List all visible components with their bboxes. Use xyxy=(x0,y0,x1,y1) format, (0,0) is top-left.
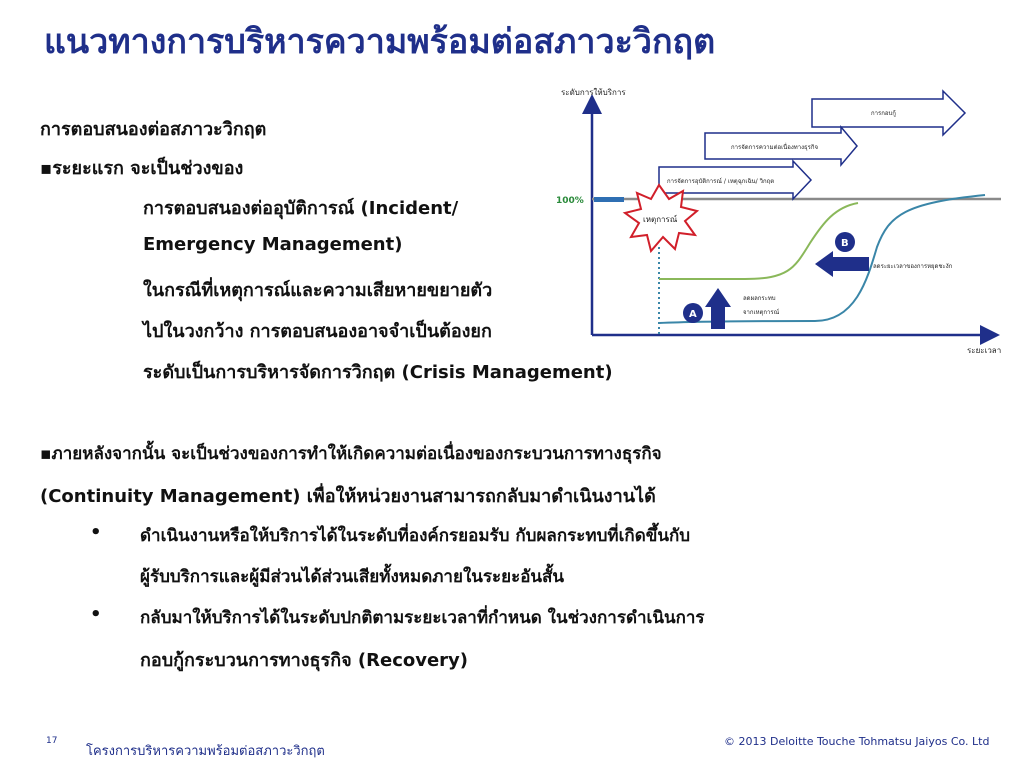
section-heading: การตอบสนองต่อสภาวะวิกฤต xyxy=(40,119,267,140)
page-number: 17 xyxy=(46,736,58,746)
footer-project-name: โครงการบริหารความพร้อมต่อสภาวะวิกฤต xyxy=(86,744,325,759)
marker-b: B xyxy=(835,232,855,252)
arrow-incident-label: การจัดการอุบัติการณ์ / เหตุฉุกเฉิน/ วิกฤ… xyxy=(667,177,774,185)
sub-bullet-1-line-2: ผู้รับบริการและผู้มีส่วนได้ส่วนเสียทั้งห… xyxy=(140,567,565,587)
up-arrow-icon xyxy=(705,288,731,329)
teal-curve xyxy=(658,194,986,324)
arrow-continuity: การจัดการความต่อเนื่องทางธุรกิจ xyxy=(704,124,858,168)
sub-bullet-2-line-2: กอบกู้กระบวนการทางธุรกิจ (Recovery) xyxy=(140,650,469,671)
phase-1-line-5: ระดับเป็นการบริหารจัดการวิกฤต (Crisis Ma… xyxy=(143,362,613,383)
sub-bullet-2-dot: • xyxy=(90,604,102,625)
level-100-label: 100% xyxy=(556,196,584,206)
arrow-recovery: การกอบกู้ xyxy=(811,89,967,137)
continuity-diagram: ระดับการให้บริการ ระยะเวลา 100% การกอบกู… xyxy=(556,88,1001,355)
bullet-phase-2: ▪ภายหลังจากนั้น จะเป็นช่วงของการทำให้เกิ… xyxy=(40,444,662,464)
x-axis-label: ระยะเวลา xyxy=(967,346,1001,355)
sub-bullet-1-line-1: ดำเนินงานหรือให้บริการได้ในระดับที่องค์ก… xyxy=(140,526,691,546)
label-reduce-impact-2: จากเหตุการณ์ xyxy=(743,308,780,316)
phase-1-line-3: ในกรณีที่เหตุการณ์และความเสียหายขยายตัว xyxy=(143,280,493,301)
arrow-recovery-label: การกอบกู้ xyxy=(871,110,896,117)
phase-2-line-2: (Continuity Management) เพื่อให้หน่วยงาน… xyxy=(40,486,656,507)
level-100-marker xyxy=(594,197,624,202)
marker-a-label: A xyxy=(689,309,697,320)
arrow-continuity-label: การจัดการความต่อเนื่องทางธุรกิจ xyxy=(731,143,818,151)
label-reduce-downtime: ลดระยะเวลาของการหยุดชะงัก xyxy=(873,263,953,270)
y-axis-label: ระดับการให้บริการ xyxy=(561,88,626,97)
slide-title: แนวทางการบริหารความพร้อมต่อสภาวะวิกฤต xyxy=(44,22,716,62)
event-label: เหตุการณ์ xyxy=(643,214,678,224)
label-reduce-impact-1: ลดผลกระทบ xyxy=(743,295,776,302)
bullet-phase-1: ▪ระยะแรก จะเป็นช่วงของ xyxy=(40,158,244,179)
left-arrow-icon xyxy=(815,251,869,277)
green-curve xyxy=(659,202,859,280)
marker-a: A xyxy=(683,303,703,323)
sub-bullet-2-line-1: กลับมาให้บริการได้ในระดับปกติตามระยะเวลา… xyxy=(140,608,705,628)
phase-1-line-4: ไปในวงกว้าง การตอบสนองอาจจำเป็นต้องยก xyxy=(143,321,492,342)
sub-bullet-1-dot: • xyxy=(90,522,102,543)
phase-1-line-2: Emergency Management) xyxy=(143,234,403,255)
marker-b-label: B xyxy=(841,238,849,249)
footer-copyright: © 2013 Deloitte Touche Tohmatsu Jaiyos C… xyxy=(724,735,990,748)
phase-1-line-1: การตอบสนองต่ออุบัติการณ์ (Incident/ xyxy=(143,198,459,219)
event-star: เหตุการณ์ xyxy=(622,183,700,254)
